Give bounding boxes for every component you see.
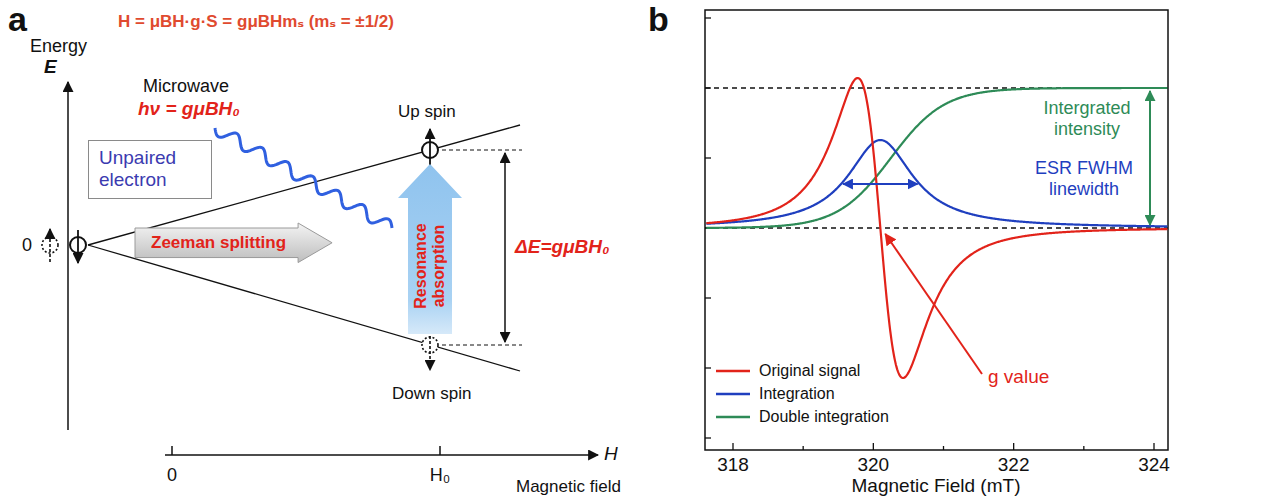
axis-tick — [705, 297, 711, 298]
absorption-arrow: Resonance absorption — [398, 164, 462, 334]
axis-symbol: E — [44, 56, 57, 78]
panel-letter: b — [648, 0, 669, 39]
axis-tick — [705, 87, 711, 88]
energy-axis — [68, 82, 69, 430]
reference-line — [705, 227, 1168, 228]
tick-label: 318 — [717, 454, 749, 476]
legend-text: Original signal — [759, 362, 860, 380]
tick-label: H₀ — [430, 465, 450, 486]
axis-title: Energy — [30, 36, 87, 57]
legend-row: Original signal — [715, 359, 889, 382]
node-text: Zeeman splitting — [151, 233, 286, 253]
axis-tick — [1153, 443, 1154, 450]
electron-symbols — [42, 129, 438, 370]
double-integration-curve — [706, 88, 1167, 228]
legend-row: Double integration — [715, 405, 889, 428]
energy-gap-label: ΔE=gμBH₀ — [515, 236, 610, 258]
esr-plot — [705, 10, 1168, 450]
energy-gap — [442, 150, 522, 345]
node-text: Resonance absorption — [412, 216, 447, 316]
axis-tick — [1083, 446, 1084, 450]
microwave-wave — [215, 128, 392, 228]
plot-frame — [705, 10, 1168, 450]
zeeman-levels — [88, 125, 520, 371]
axis-tick — [732, 443, 733, 450]
axis-tick — [803, 446, 804, 450]
legend-line-sample — [715, 412, 751, 422]
annotation: ESR FWHM linewidth — [1028, 158, 1140, 199]
field-axis — [165, 446, 598, 455]
hamiltonian-formula: H = μBH·g·S = gμBHmₛ (mₛ = ±1/2) — [118, 12, 394, 32]
axis-symbol: H — [604, 443, 618, 465]
tick-label: 324 — [1138, 454, 1170, 476]
tick-label: 322 — [998, 454, 1030, 476]
annotation: g value — [988, 366, 1049, 388]
legend-line-sample — [715, 389, 751, 399]
resonance-condition: hν = gμBH₀ — [138, 98, 240, 120]
axis-tick — [705, 367, 711, 368]
axis-title: Magnetic Field (mT) — [852, 475, 1021, 497]
annotation: Intergrated intensity — [1034, 98, 1140, 139]
axis-tick — [943, 446, 944, 450]
spin-label: Up spin — [398, 102, 456, 122]
integration-curve — [706, 140, 1167, 226]
legend-text: Integration — [759, 385, 835, 403]
intensity-arrow — [1149, 91, 1151, 225]
axis-title: Magnetic field — [516, 477, 621, 497]
annotation-box: Unpaired electron — [88, 140, 212, 199]
legend-line-sample — [715, 366, 751, 376]
tick-label: 320 — [857, 454, 889, 476]
axis-tick — [873, 443, 874, 450]
node-text: Unpaired electron — [99, 147, 199, 191]
legend-text: Double integration — [759, 408, 889, 426]
axis-tick — [705, 437, 711, 438]
microwave-wave — [215, 128, 392, 228]
g-value-leader — [885, 234, 982, 374]
axis-tick — [705, 17, 711, 18]
panel-letter: a — [8, 0, 27, 39]
spin-label: Down spin — [392, 384, 471, 404]
microwave-label: Microwave — [143, 76, 229, 97]
legend: Original signalIntegrationDouble integra… — [715, 359, 889, 428]
legend-row: Integration — [715, 382, 889, 405]
axis-tick — [1013, 443, 1014, 450]
axis-origin: 0 — [22, 235, 32, 256]
axis-origin: 0 — [167, 465, 177, 486]
signal-curve — [706, 78, 1167, 378]
process-arrow: Zeeman splitting — [135, 223, 332, 263]
linewidth-arrow — [843, 183, 918, 185]
axis-tick — [705, 157, 711, 158]
